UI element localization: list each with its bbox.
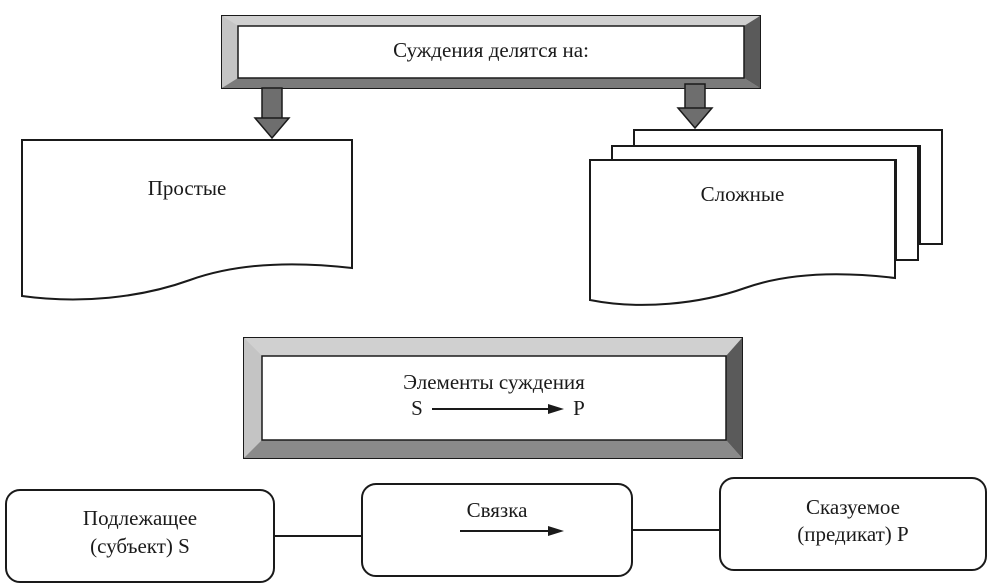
elements-box-bevel-left bbox=[244, 338, 262, 458]
elements-box-bevel-bottom bbox=[244, 440, 742, 458]
elements-p-label: P bbox=[573, 396, 585, 420]
s-to-p-arrow bbox=[432, 404, 564, 414]
complex-multidocument-shape bbox=[589, 129, 943, 306]
title-box-bevel-bottom bbox=[222, 78, 760, 88]
predicate-box bbox=[719, 477, 987, 571]
arrow-to-complex bbox=[676, 83, 714, 130]
elements-box-bevel-top bbox=[244, 338, 742, 356]
simple-label: Простые bbox=[147, 176, 227, 200]
predicate-label-line2: (предикат) P bbox=[797, 522, 909, 546]
subject-label-line2: (субъект) S bbox=[90, 534, 190, 558]
title-box bbox=[221, 15, 761, 89]
title-box-bevel-right bbox=[744, 16, 760, 88]
complex-label: Сложные bbox=[700, 182, 785, 206]
title-box-bevel-top bbox=[222, 16, 760, 26]
title-box-label: Суждения делятся на: bbox=[393, 38, 589, 62]
link-label: Связка bbox=[466, 498, 528, 522]
elements-box bbox=[243, 337, 743, 459]
link-arrow bbox=[460, 526, 564, 536]
subject-label-line1: Подлежащее bbox=[82, 506, 198, 530]
predicate-label-line1: Сказуемое bbox=[806, 495, 900, 519]
elements-s-label: S bbox=[411, 396, 423, 420]
title-box-bevel-left bbox=[222, 16, 238, 88]
simple-document-shape bbox=[21, 139, 353, 301]
arrow-to-simple bbox=[253, 87, 291, 140]
elements-title: Элементы суждения bbox=[403, 370, 585, 394]
elements-box-bevel-right bbox=[726, 338, 742, 458]
